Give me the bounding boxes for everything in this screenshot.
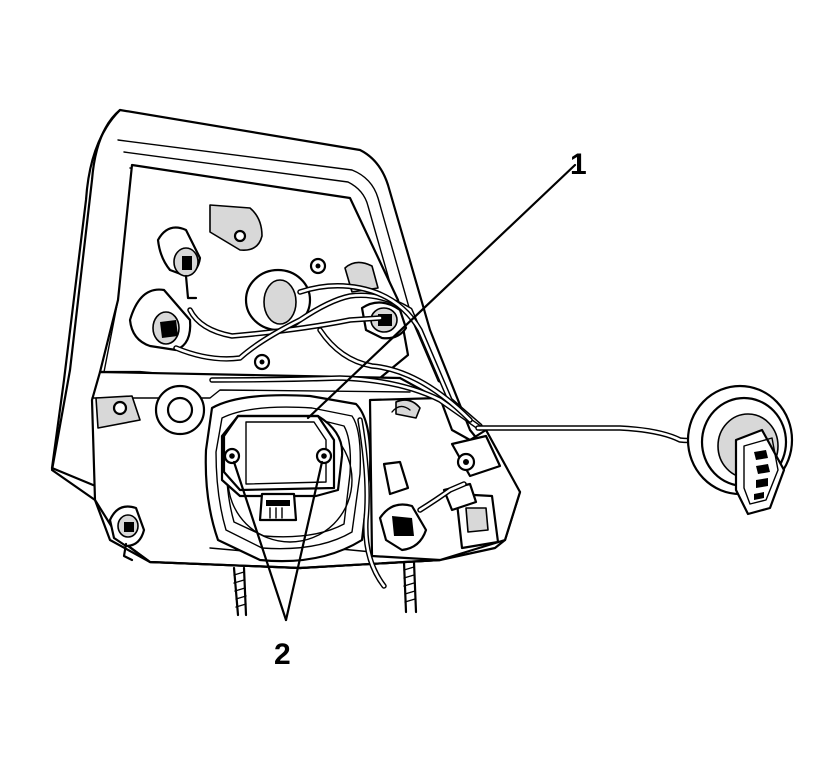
right-side-components bbox=[368, 396, 522, 562]
bulb-socket-right bbox=[360, 301, 408, 340]
leader-line-1 bbox=[306, 163, 577, 420]
bulb-sockets bbox=[108, 226, 408, 562]
wiring-harness bbox=[173, 283, 715, 589]
callout-label-1: 1 bbox=[570, 148, 587, 181]
harness-connector bbox=[686, 384, 794, 516]
leader-line-2a bbox=[232, 460, 288, 622]
callout-label-2: 2 bbox=[274, 638, 291, 671]
bulb-socket-upper-left bbox=[156, 226, 202, 300]
bulb-socket-middle-left bbox=[128, 288, 192, 352]
control-module bbox=[220, 414, 344, 522]
mounting-studs bbox=[232, 560, 418, 617]
leader-line-2b bbox=[284, 460, 324, 622]
bulb-socket-lower-left bbox=[108, 505, 146, 562]
callout-leaders bbox=[232, 163, 577, 622]
